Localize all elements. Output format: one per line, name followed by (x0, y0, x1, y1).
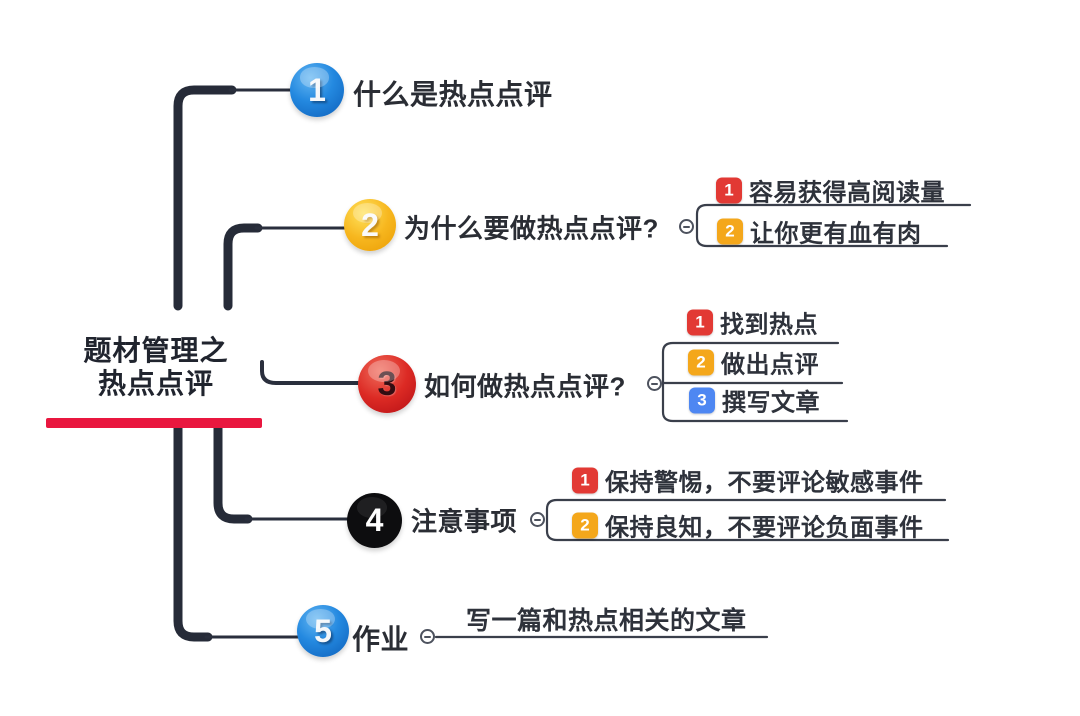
branch2-children-bracket (695, 203, 972, 248)
branch4-child1-text: 保持警惕，不要评论敏感事件 (605, 469, 924, 497)
branch3-child2[interactable]: 2 做出点评 (688, 345, 819, 380)
branch2-label[interactable]: 为什么要做热点点评? (404, 213, 659, 244)
badge-1: 1 (687, 309, 713, 335)
branch3-child3-text: 撰写文章 (722, 389, 820, 417)
branch3-number: 3 (377, 364, 397, 403)
branch2-collapse-button[interactable] (679, 219, 694, 234)
badge-2: 2 (717, 218, 743, 244)
trunk-branch1 (173, 85, 237, 311)
badge-1: 1 (572, 467, 598, 493)
branch1-label[interactable]: 什么是热点点评 (353, 79, 553, 110)
root-title-line2: 热点点评 (97, 368, 214, 399)
root-node[interactable]: 题材管理之 热点点评 (80, 334, 232, 400)
branch4-children-bracket (545, 498, 950, 542)
branch3-child2-text: 做出点评 (721, 351, 819, 379)
branch5-number-circle[interactable]: 5 (297, 605, 349, 657)
branch5-label[interactable]: 作业 (352, 624, 410, 655)
branch2-number: 2 (361, 206, 379, 243)
line-to-circle3 (260, 360, 362, 385)
branch1-number-circle[interactable]: 1 (290, 63, 344, 117)
badge-2: 2 (572, 512, 598, 538)
branch2-child2-text: 让你更有血有肉 (750, 220, 922, 248)
branch4-child2-text: 保持良知，不要评论负面事件 (605, 514, 924, 542)
branch5-number: 5 (314, 612, 332, 649)
trunk-branch5 (173, 421, 213, 642)
branch4-child2[interactable]: 2 保持良知，不要评论负面事件 (572, 508, 924, 543)
branch3-label[interactable]: 如何做热点点评? (424, 371, 626, 402)
branch4-label[interactable]: 注意事项 (411, 506, 518, 537)
trunk-branch2 (223, 223, 263, 311)
branch3-number-circle[interactable]: 3 (358, 355, 416, 413)
branch4-collapse-button[interactable] (530, 512, 545, 527)
branch2-child1[interactable]: 1 容易获得高阅读量 (716, 173, 945, 208)
branch5-child1[interactable]: 写一篇和热点相关的文章 (466, 601, 747, 637)
branch2-child1-text: 容易获得高阅读量 (749, 179, 945, 207)
branch4-number: 4 (365, 502, 384, 538)
branch4-number-circle[interactable]: 4 (347, 493, 402, 548)
branch3-child3[interactable]: 3 撰写文章 (689, 383, 820, 418)
branch1-number: 1 (308, 71, 326, 108)
branch5-child1-text: 写一篇和热点相关的文章 (466, 607, 747, 635)
minus-icon (683, 225, 690, 228)
minus-icon (534, 518, 541, 521)
trunk-branch4 (213, 421, 253, 524)
root-title-line1: 题材管理之 (83, 335, 229, 366)
branch3-collapse-button[interactable] (647, 376, 662, 391)
badge-1: 1 (716, 177, 742, 203)
branch2-child2[interactable]: 2 让你更有血有肉 (717, 214, 922, 249)
minus-icon (424, 635, 431, 638)
branch4-child1[interactable]: 1 保持警惕，不要评论敏感事件 (572, 463, 924, 498)
branch5-collapse-button[interactable] (420, 629, 435, 644)
root-underline (46, 418, 262, 428)
badge-2: 2 (688, 349, 714, 375)
branch3-child1[interactable]: 1 找到热点 (687, 305, 818, 340)
branch3-child1-text: 找到热点 (720, 311, 818, 339)
badge-3: 3 (689, 387, 715, 413)
minus-icon (651, 382, 658, 385)
branch2-number-circle[interactable]: 2 (344, 199, 396, 251)
